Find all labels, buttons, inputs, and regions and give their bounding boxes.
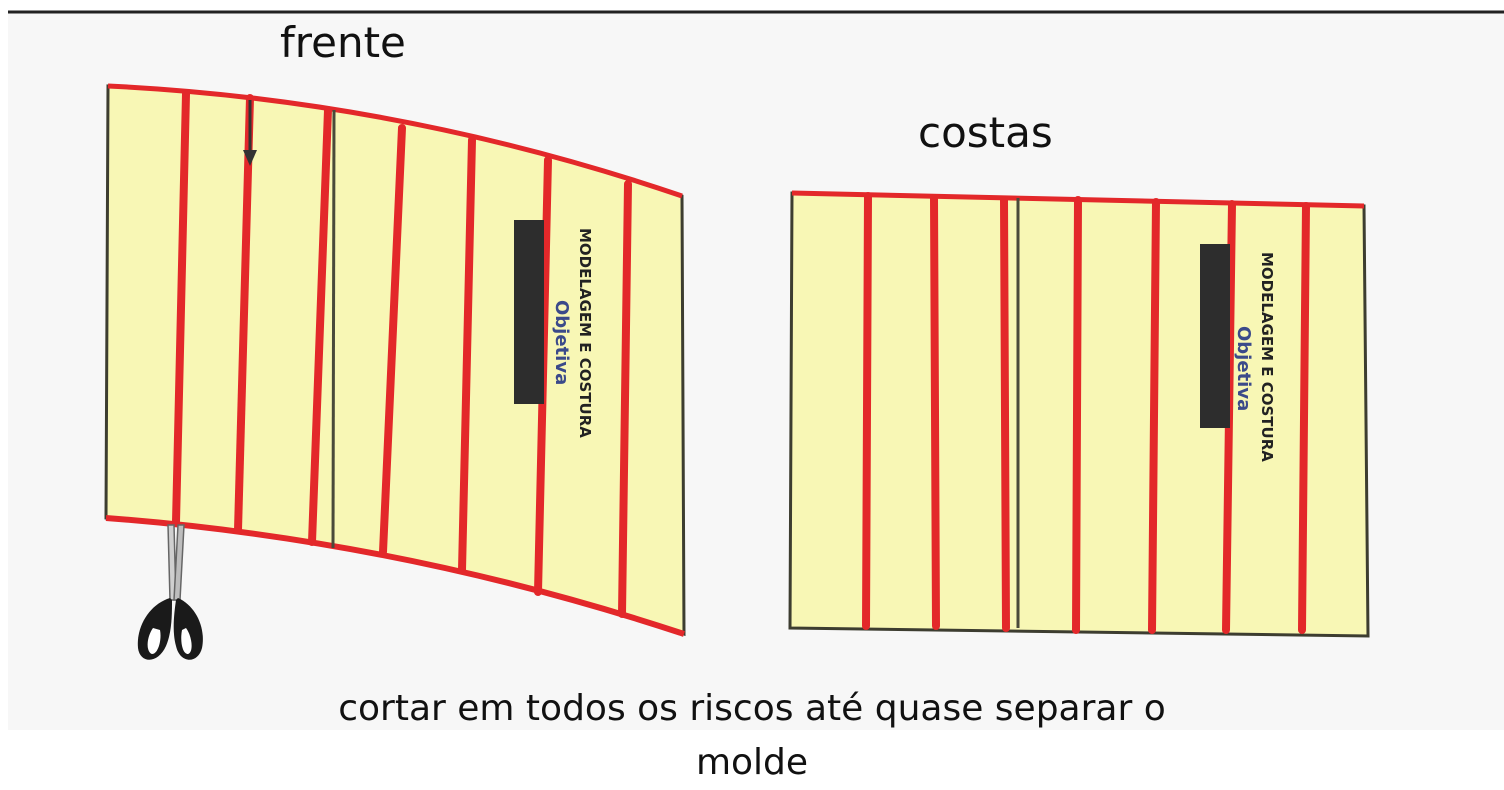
instruction-text: cortar em todos os riscos até quase sepa… (0, 682, 1504, 790)
front-pattern-piece: MODELAGEM E COSTURA Objetiva (104, 83, 686, 637)
front-brand-line2: Objetiva (551, 300, 572, 385)
front-fold-line (331, 109, 336, 549)
instruction-line-1: cortar em todos os riscos até quase sepa… (338, 688, 1166, 729)
front-cut-lines (172, 90, 632, 618)
back-pattern-piece: MODELAGEM E COSTURA Objetiva (788, 190, 1370, 638)
back-label: costas (918, 108, 1053, 157)
front-brand-watermark: MODELAGEM E COSTURA Objetiva (514, 220, 594, 438)
front-brand-line1: MODELAGEM E COSTURA (576, 228, 594, 438)
back-brand-line1: MODELAGEM E COSTURA (1258, 252, 1276, 462)
scissors-icon (137, 524, 203, 660)
grain-arrow-icon (243, 100, 257, 166)
back-brand-watermark: MODELAGEM E COSTURA Objetiva (1200, 244, 1276, 462)
instruction-line-2: molde (695, 742, 809, 783)
front-label: frente (280, 18, 406, 67)
back-cut-lines (862, 192, 1310, 634)
back-brand-line2: Objetiva (1233, 326, 1254, 411)
